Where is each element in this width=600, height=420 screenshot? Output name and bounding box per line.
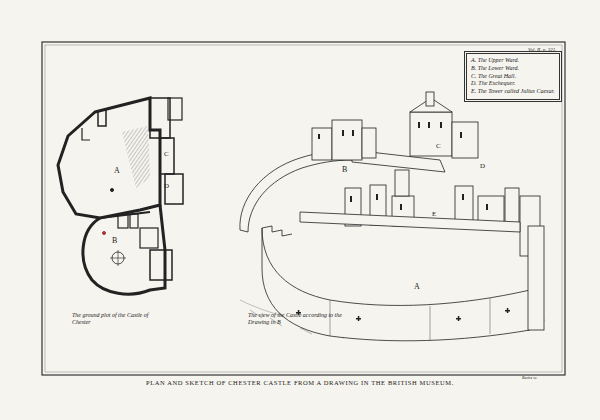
- ward-letter: A: [114, 166, 120, 175]
- volume-reference: Vol. II. p. 321.: [528, 47, 556, 53]
- ground-plan: [58, 98, 183, 294]
- key-entry: C. The Great Hall.: [471, 73, 555, 81]
- key-entry: E. The Tower called Julius Caesar.: [471, 88, 555, 96]
- key-entry: A. The Upper Ward.: [471, 57, 555, 65]
- building-letter: D: [480, 162, 485, 170]
- ward-letter: B: [112, 236, 117, 245]
- plan-caption: The ground plot of the Castle of Chester: [72, 312, 164, 326]
- ward-letter: B: [342, 165, 347, 174]
- building-letter: D: [164, 182, 169, 190]
- key-entry: D. The Exchequer.: [471, 80, 555, 88]
- plate-frame-inner: [45, 45, 562, 372]
- key-box: A. The Upper Ward.B. The Lower Ward.C. T…: [466, 53, 560, 100]
- plate-caption: PLAN AND SKETCH OF CHESTER CASTLE FROM A…: [146, 379, 454, 386]
- ward-letter: A: [414, 282, 420, 291]
- sketch-caption: The view of the Castle according to the …: [248, 312, 358, 326]
- engraver-signature: Basire sc.: [522, 376, 538, 381]
- castle-sketch: [240, 92, 545, 341]
- plate-frame: [42, 42, 565, 375]
- building-letter: C: [164, 150, 169, 158]
- building-letter: C: [436, 142, 441, 150]
- key-entry: B. The Lower Ward.: [471, 65, 555, 73]
- building-letter: E: [432, 210, 436, 218]
